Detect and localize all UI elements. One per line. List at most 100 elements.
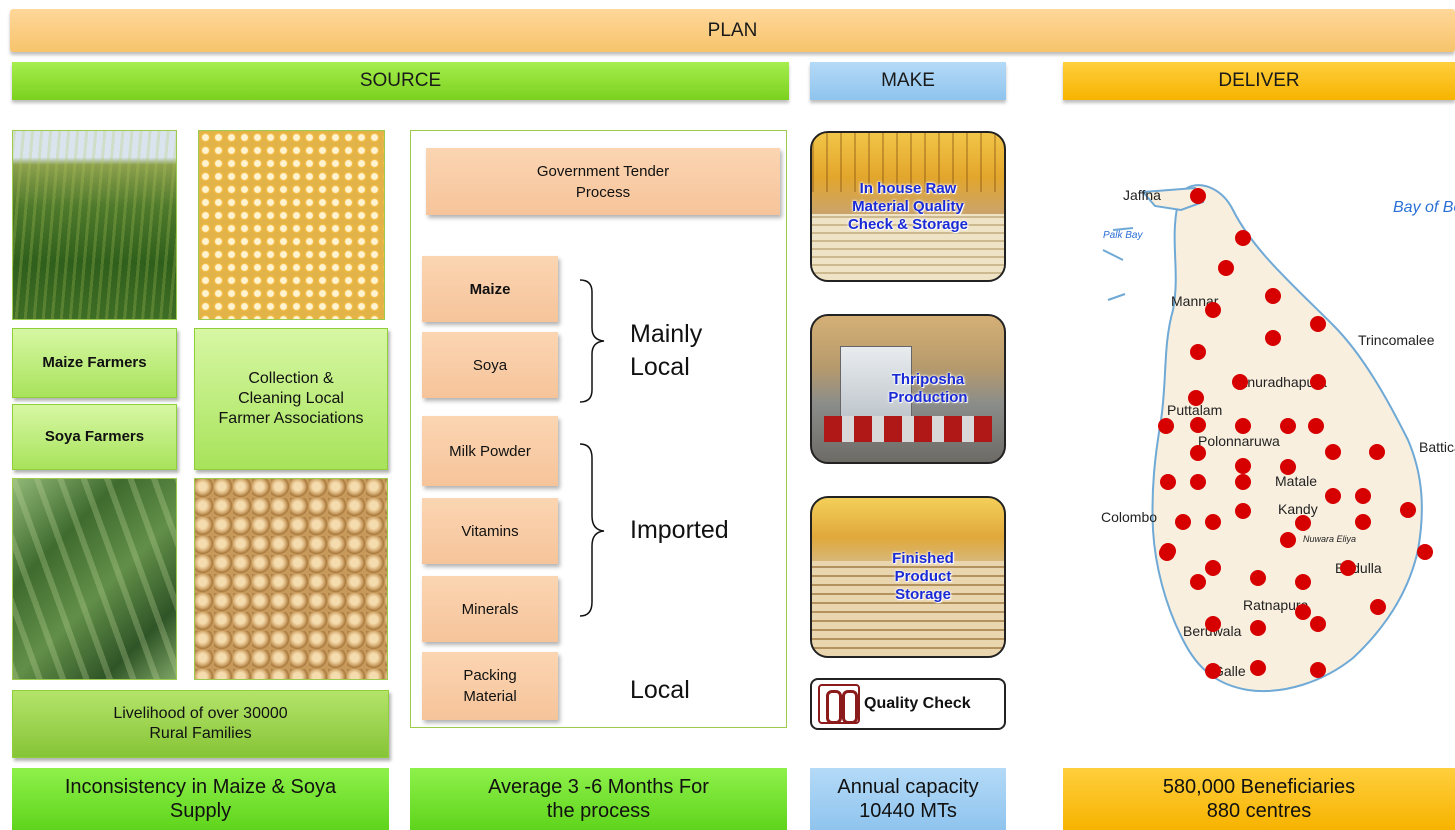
raw-material-storage-photo: In house Raw Material Quality Check & St… [810,131,1006,282]
distribution-dot [1370,599,1386,615]
distribution-dots [1158,188,1433,679]
distribution-dot [1158,418,1174,434]
beneficiaries-footer: 580,000 Beneficiaries 880 centres [1063,768,1455,830]
distribution-dot [1205,302,1221,318]
thriposha-production-photo: Thriposha Production [810,314,1006,464]
map-label-anuradhapura: Anuradhapura [1238,374,1327,390]
map-label-jaffna: Jaffna [1123,187,1161,203]
material-minerals: Minerals [422,576,558,642]
deliver-header: DELIVER [1063,62,1455,100]
distribution-dot [1190,574,1206,590]
map-label-matale: Matale [1275,473,1317,489]
material-maize: Maize [422,256,558,322]
distribution-dot [1340,560,1356,576]
distribution-dot [1175,514,1191,530]
soya-plant-photo [12,478,177,680]
brace-mainly-local [579,279,605,403]
distribution-dot [1190,417,1206,433]
maize-kernels-photo [198,130,385,320]
sri-lanka-distribution-map: Jaffna Palk Bay Mannar Trincomalee Anura… [1101,184,1455,692]
distribution-dot [1235,503,1251,519]
distribution-dot [1325,488,1341,504]
maize-farmers-box: Maize Farmers [12,328,177,398]
map-label-bay-of-bengal: Bay of Bengal [1393,199,1455,216]
material-milk-powder: Milk Powder [422,416,558,486]
material-soya: Soya [422,332,558,398]
map-label-polonnaruwa: Polonnaruwa [1198,433,1280,449]
material-packing: Packing Material [422,652,558,720]
distribution-dot [1295,574,1311,590]
inconsistency-footer: Inconsistency in Maize & Soya Supply [12,768,389,830]
distribution-dot [1159,545,1175,561]
thriposha-production-label: Thriposha Production [888,371,968,406]
plan-header: PLAN [10,9,1455,52]
distribution-dot [1250,570,1266,586]
distribution-dot [1235,458,1251,474]
label-imported: Imported [630,516,729,544]
source-header: SOURCE [12,62,789,100]
island-outline [1151,184,1423,692]
distribution-dot [1205,663,1221,679]
livelihood-box: Livelihood of over 30000 Rural Families [12,690,389,758]
distribution-dot [1190,344,1206,360]
quality-logo-icon [818,684,860,724]
distribution-dot [1235,474,1251,490]
distribution-dot [1205,560,1221,576]
distribution-dot [1417,544,1433,560]
finished-product-storage-label: Finished Product Storage [892,550,954,603]
map-label-trincomalee: Trincomalee [1358,332,1435,348]
map-label-palk-bay: Palk Bay [1103,230,1143,241]
map-label-batticaloa: Batticaloa [1419,439,1455,455]
distribution-dot [1308,418,1324,434]
label-mainly-local: Mainly Local [630,320,703,381]
quality-check-label: Quality Check [864,695,971,712]
distribution-dot [1232,374,1248,390]
distribution-dot [1205,514,1221,530]
distribution-dot [1369,444,1385,460]
distribution-dot [1280,459,1296,475]
distribution-dot [1310,662,1326,678]
distribution-dot [1400,502,1416,518]
map-label-ratnapura: Ratnapura [1243,597,1309,613]
finished-product-storage-photo: Finished Product Storage [810,496,1006,658]
distribution-dot [1280,532,1296,548]
map-label-kandy: Kandy [1278,501,1318,517]
maize-field-photo [12,130,177,320]
distribution-dot [1310,616,1326,632]
distribution-dot [1265,288,1281,304]
distribution-dot [1355,514,1371,530]
label-local: Local [630,676,690,704]
distribution-dot [1188,390,1204,406]
distribution-dot [1310,316,1326,332]
distribution-dot [1250,620,1266,636]
distribution-dot [1160,474,1176,490]
distribution-dot [1280,418,1296,434]
map-label-colombo: Colombo [1101,509,1157,525]
government-tender-box: Government Tender Process [426,148,780,215]
collection-cleaning-box: Collection & Cleaning Local Farmer Assoc… [194,328,388,470]
distribution-dot [1355,488,1371,504]
brace-imported [579,443,605,617]
annual-capacity-footer: Annual capacity 10440 MTs [810,768,1006,830]
distribution-dot [1310,374,1326,390]
jaffna-peninsula [1140,186,1205,212]
distribution-dot [1190,474,1206,490]
quality-check-badge: Quality Check [810,678,1006,730]
distribution-dot [1235,230,1251,246]
distribution-dot [1250,660,1266,676]
distribution-dot [1190,188,1206,204]
distribution-dot [1295,515,1311,531]
material-vitamins: Vitamins [422,498,558,564]
distribution-dot [1235,418,1251,434]
distribution-dot [1295,604,1311,620]
coast-fragment [1102,227,1134,301]
distribution-dot [1190,445,1206,461]
distribution-dot [1218,260,1234,276]
map-label-nuwara-eliya: Nuwara Eliya [1303,534,1356,544]
distribution-dot [1265,330,1281,346]
distribution-dot [1325,444,1341,460]
average-months-footer: Average 3 -6 Months For the process [410,768,787,830]
raw-material-storage-label: In house Raw Material Quality Check & St… [847,179,969,233]
distribution-dot [1205,616,1221,632]
make-header: MAKE [810,62,1006,100]
